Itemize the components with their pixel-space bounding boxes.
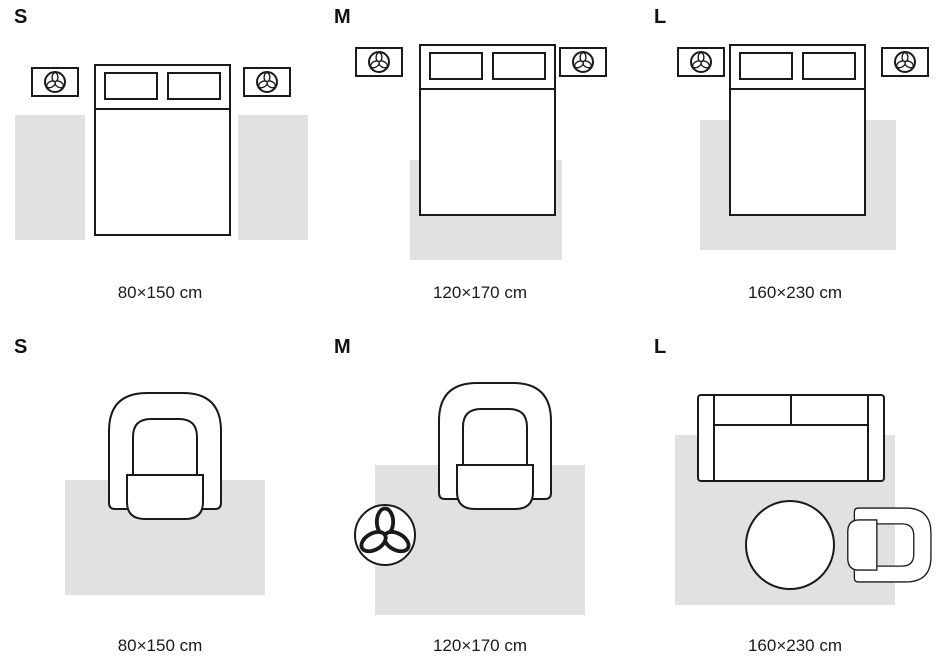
- livingroom-size-s-cell: S 80×150 cm: [0, 330, 320, 670]
- sofa-icon: [697, 394, 885, 482]
- potted-plant-icon: [354, 504, 416, 566]
- size-label: M: [334, 6, 352, 28]
- bedroom-small-illustration: [15, 64, 308, 240]
- livingroom-medium-illustration: [354, 382, 585, 615]
- dimensions-caption: 160×230 cm: [747, 283, 843, 302]
- armchair-icon: [438, 382, 552, 510]
- size-label: S: [14, 6, 28, 28]
- bedroom-size-m-cell: M 120×170 cm: [320, 0, 640, 310]
- bed-icon: [419, 44, 556, 216]
- livingroom-size-m-cell: M 120×170 cm: [320, 330, 640, 670]
- livingroom-large-illustration: [675, 394, 932, 605]
- dimensions-caption: 120×170 cm: [432, 636, 528, 655]
- dimensions-caption: 160×230 cm: [747, 636, 843, 655]
- nightstand-plant-icon: [882, 48, 928, 76]
- nightstand-plant-icon: [244, 68, 290, 96]
- bedroom-size-l-cell: L 160×230 cm: [640, 0, 950, 310]
- nightstand-plant-icon: [678, 48, 724, 76]
- armchair-icon: [108, 392, 222, 520]
- bed-icon: [94, 64, 231, 236]
- size-label: S: [14, 336, 28, 358]
- size-label: L: [654, 336, 667, 358]
- size-label: L: [654, 6, 667, 28]
- bedroom-large-illustration: [640, 44, 950, 250]
- bedroom-medium-illustration: [320, 44, 640, 260]
- rug-shape: [238, 115, 308, 240]
- coffee-table-icon: [745, 500, 835, 590]
- dimensions-caption: 80×150 cm: [117, 636, 203, 655]
- nightstand-plant-icon: [32, 68, 78, 96]
- nightstand-plant-icon: [560, 48, 606, 76]
- livingroom-small-illustration: [65, 392, 265, 595]
- dimensions-caption: 120×170 cm: [432, 283, 528, 302]
- dimensions-caption: 80×150 cm: [117, 283, 203, 302]
- bedroom-size-s-cell: S 80×150 cm: [0, 0, 320, 310]
- bed-icon: [729, 44, 866, 216]
- nightstand-plant-icon: [356, 48, 402, 76]
- size-label: M: [334, 336, 352, 358]
- rug-shape: [15, 115, 85, 240]
- livingroom-size-l-cell: L 160×230 cm: [640, 330, 950, 670]
